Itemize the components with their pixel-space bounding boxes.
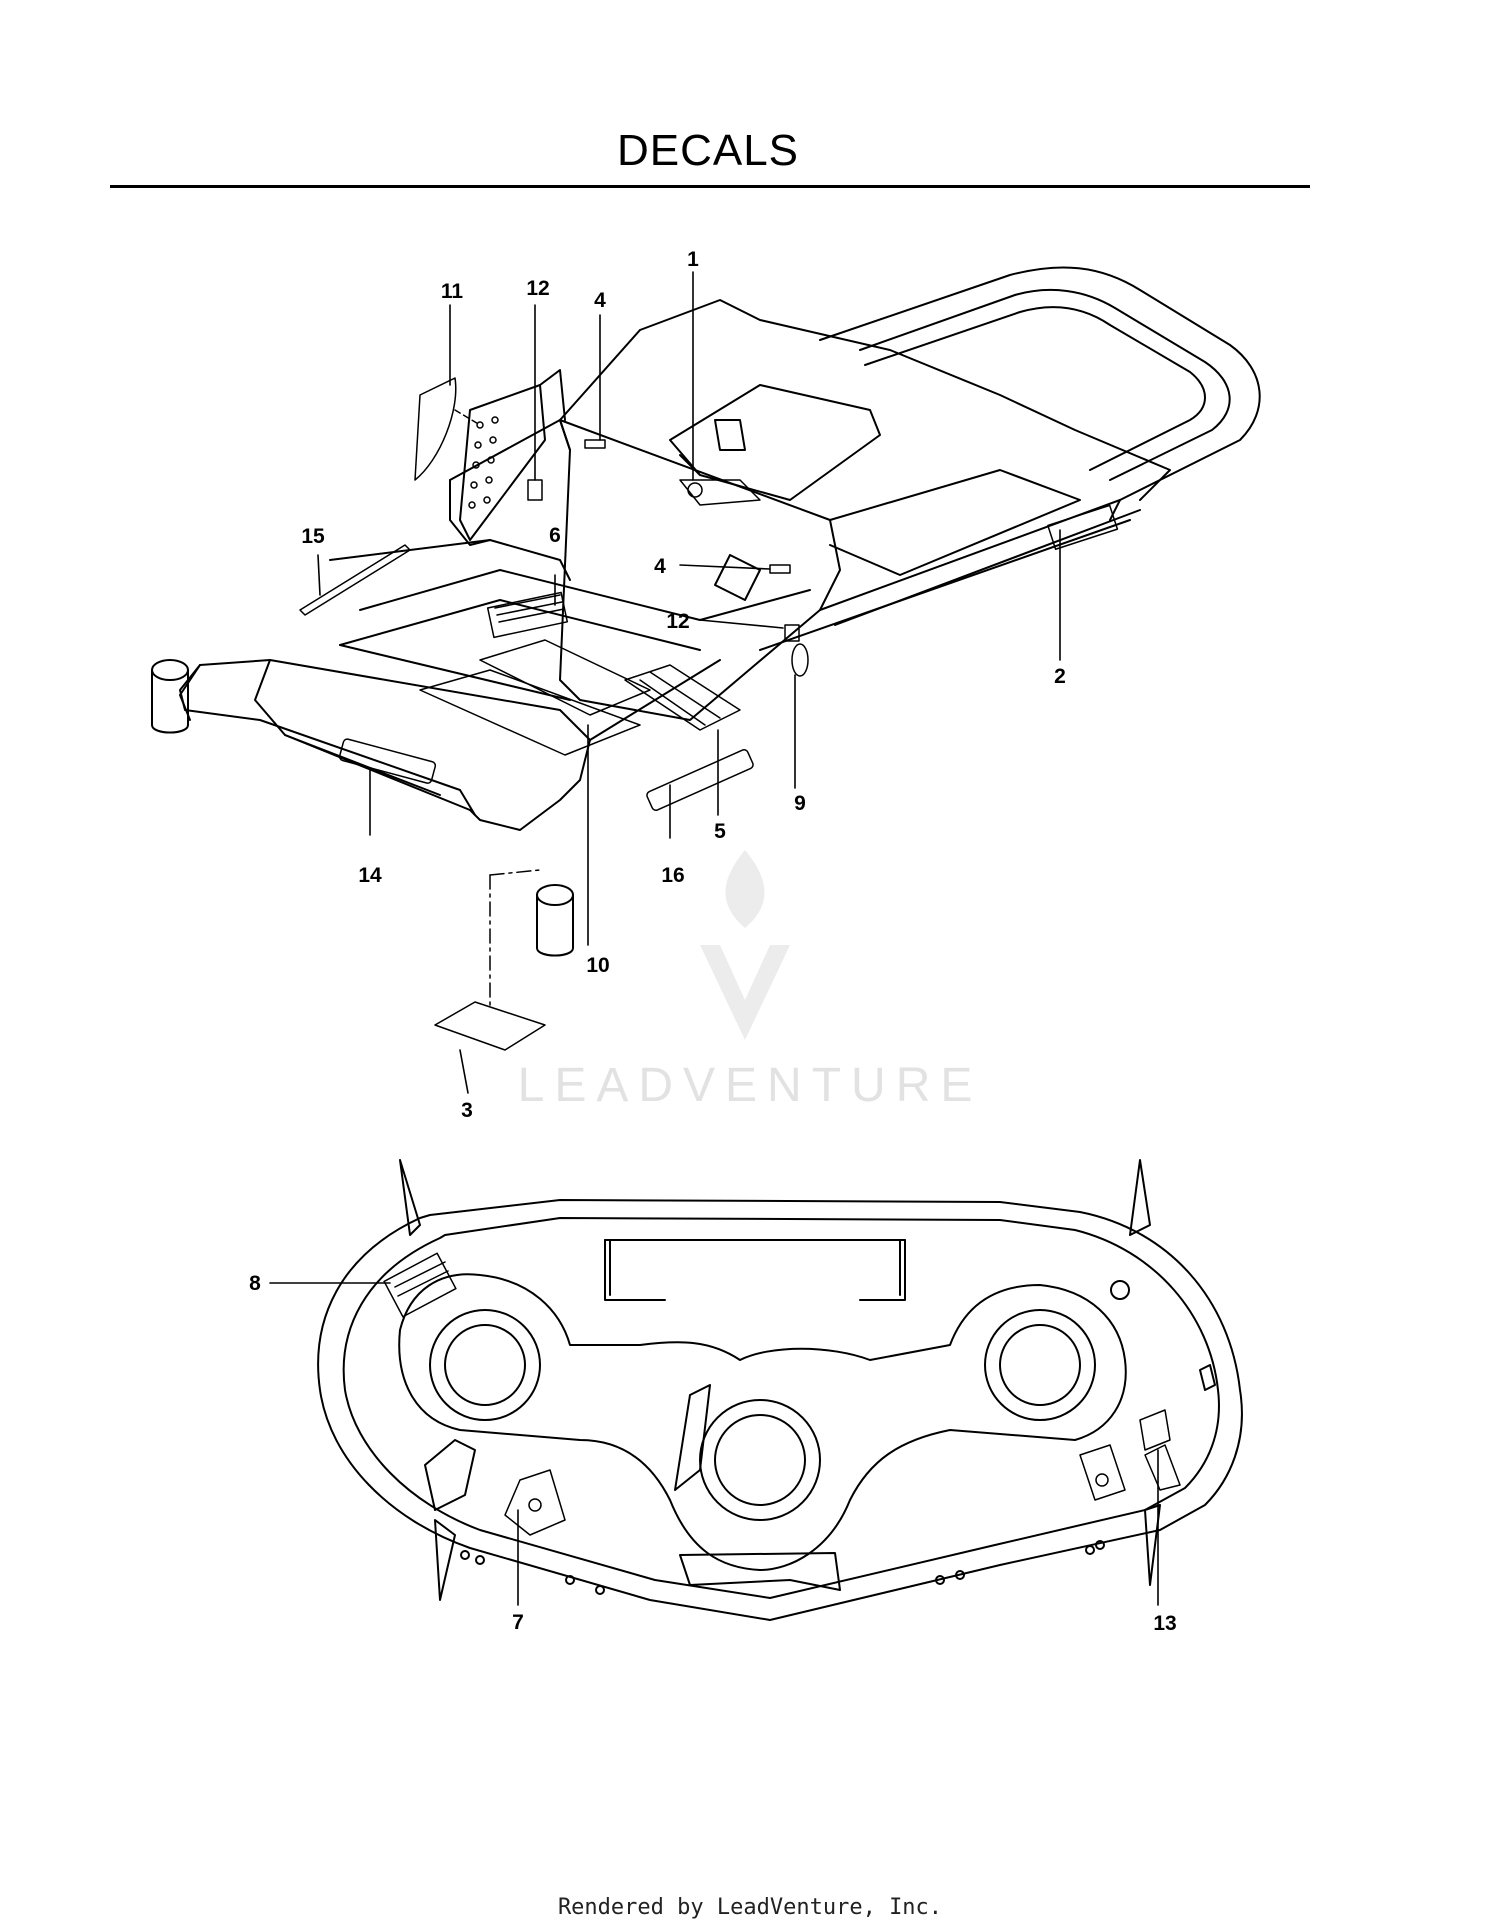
decal-13b [1139,1409,1171,1451]
decal-12-left [527,479,543,501]
callout-1: 1 [687,248,699,271]
callout-14: 14 [358,864,382,887]
decal-4-rear [584,439,606,449]
leader-lines [269,271,1159,1606]
decal-5 [624,664,741,731]
callout-7: 7 [512,1611,524,1634]
callout-4-front: 4 [654,555,666,578]
callout-12-right: 12 [666,610,689,633]
callout-9: 9 [794,792,806,815]
decal-3 [434,1001,546,1051]
decal-16 [646,749,754,811]
decal-4-front [769,564,791,574]
callout-12-left: 12 [526,277,549,300]
callout-2: 2 [1054,665,1066,688]
footer-credit: Rendered by LeadVenture, Inc. [557,1895,943,1920]
decal-15 [299,544,411,616]
decal-2 [1047,504,1119,551]
title-divider [110,185,1310,188]
watermark-logo [700,850,790,1040]
callout-labels: 1 2 3 4 4 5 6 7 8 9 10 11 12 12 13 14 15… [249,248,1177,1635]
decal-8 [383,1252,457,1318]
decal-11 [414,377,457,481]
callout-13: 13 [1153,1612,1176,1635]
mower-frame [151,266,1261,957]
callout-16: 16 [661,864,684,887]
decal-9 [791,643,809,677]
decal-14 [338,738,437,784]
callout-10: 10 [586,954,609,977]
callout-5: 5 [714,820,726,843]
decal-13c [1144,1444,1181,1491]
callout-6: 6 [549,524,561,547]
mounting-holes [468,416,499,509]
decal-6 [486,591,569,639]
decal-13a [1079,1444,1126,1501]
callout-11: 11 [441,280,464,303]
decal-7 [504,1469,566,1536]
callout-4-rear: 4 [594,289,606,312]
mower-deck [317,1159,1243,1621]
deck-decals [383,1252,1181,1536]
page-title: DECALS [616,126,800,175]
callout-8: 8 [249,1272,261,1295]
watermark-text: LEADVENTURE [517,1059,983,1112]
callout-15: 15 [301,525,325,548]
decal-10a [479,639,651,716]
decal-10b [419,669,641,756]
decal-12-right [784,624,800,642]
callout-3: 3 [461,1099,473,1122]
